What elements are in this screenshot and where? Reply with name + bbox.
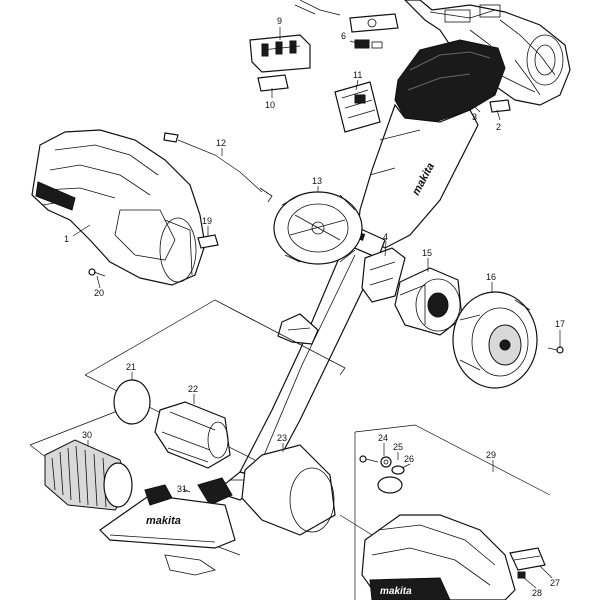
part-label-10: 10 — [265, 100, 275, 110]
part-label-1: 1 — [64, 234, 69, 244]
part-label-11: 11 — [353, 70, 362, 80]
part-label-9: 9 — [277, 16, 282, 26]
screw-part-20 — [88, 268, 106, 277]
small-cap-part-19 — [197, 234, 219, 249]
part-label-29: 29 — [486, 450, 496, 460]
part-label-27: 27 — [550, 578, 560, 588]
terminal-block-part — [249, 34, 311, 73]
part-label-16: 16 — [486, 272, 496, 282]
latch-part-27 — [509, 547, 546, 571]
part-label-12: 12 — [216, 138, 226, 148]
cable-part-12 — [163, 132, 273, 203]
screw-part-24 — [359, 455, 379, 463]
main-body-handle: makita — [344, 39, 506, 259]
part-label-31: 31 — [177, 484, 187, 494]
pad-part — [489, 99, 511, 113]
part-label-3: 3 — [472, 112, 477, 122]
part-label-23: 23 — [277, 433, 287, 443]
cover-brand-text: makita — [380, 586, 412, 597]
motor-part-15 — [394, 267, 463, 336]
part-label-19: 19 — [202, 216, 212, 226]
part-label-17: 17 — [555, 319, 565, 329]
part-label-4: 4 — [383, 232, 388, 242]
leader-lines — [72, 27, 561, 589]
filter-disc-part-21 — [113, 379, 151, 425]
top-wire — [294, 0, 341, 16]
circuit-board-part — [334, 81, 381, 133]
nozzle-brand-text: makita — [146, 515, 181, 527]
washer-part-25 — [380, 456, 392, 468]
motor-bracket-part-13 — [273, 191, 363, 265]
part-label-20: 20 — [94, 288, 104, 298]
filter-cage-part-22 — [154, 401, 231, 469]
small-part-28 — [517, 571, 526, 579]
bracket-part-14 — [361, 247, 406, 303]
screw-part-17 — [547, 346, 564, 354]
floor-nozzle-part-31: makita — [99, 484, 236, 576]
part-label-24: 24 — [378, 433, 388, 443]
part-label-26: 26 — [404, 454, 414, 464]
part-label-6: 6 — [341, 31, 346, 41]
dust-case-part-23 — [241, 444, 336, 536]
part-number-labels: 1 2 3 4 6 9 10 11 12 13 15 16 17 19 20 2… — [64, 16, 565, 598]
part-label-13: 13 — [312, 176, 322, 186]
part-label-30: 30 — [82, 430, 92, 440]
pleated-filter-part-30 — [44, 439, 133, 511]
part-label-2: 2 — [496, 122, 501, 132]
fan-housing-part-16 — [452, 291, 538, 389]
part-label-28: 28 — [532, 588, 542, 598]
seal-part-26 — [377, 465, 405, 494]
part-label-15: 15 — [422, 248, 432, 258]
part-label-22: 22 — [188, 384, 198, 394]
label-plate-10 — [257, 74, 289, 92]
part-label-21: 21 — [126, 362, 136, 372]
front-cover-part-29: makita — [361, 514, 516, 600]
switch-plate-part — [349, 13, 399, 49]
part-label-25: 25 — [393, 442, 403, 452]
motor-housing-part-1 — [31, 129, 206, 286]
